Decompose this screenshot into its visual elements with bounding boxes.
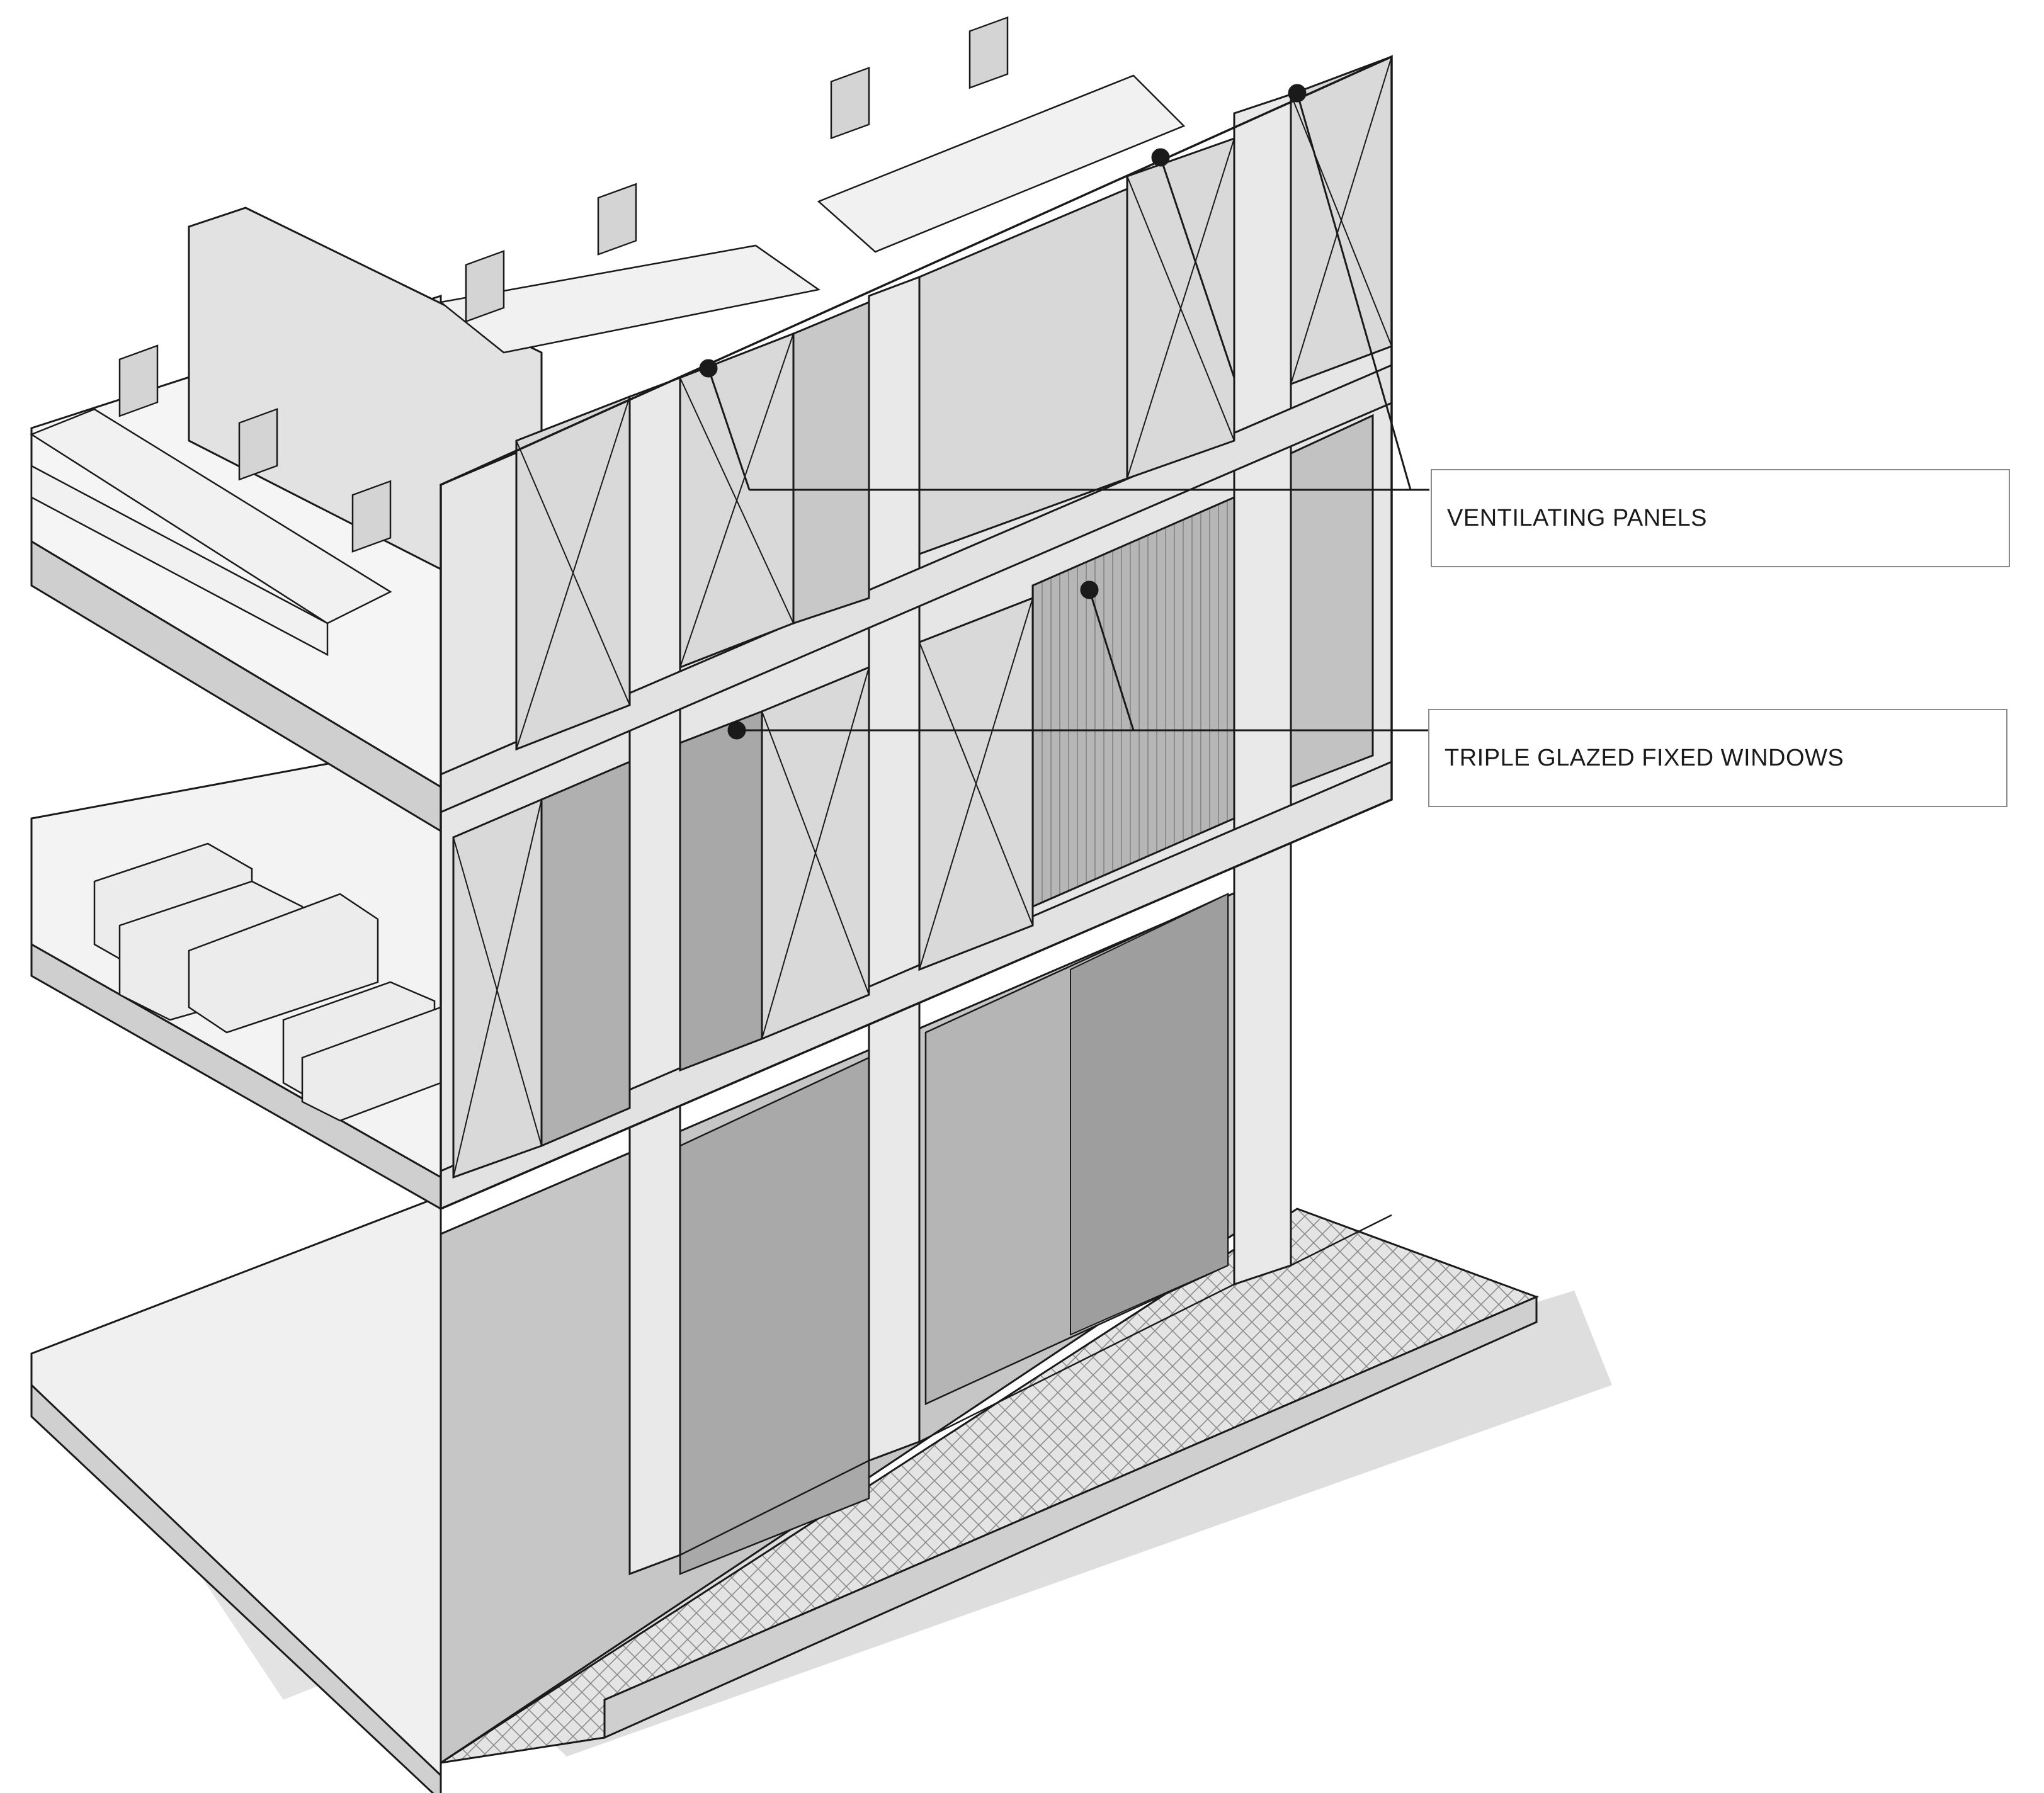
panel-cross-lines-upper [516, 56, 1392, 750]
leader-dot [699, 359, 718, 378]
triple-glazed-windows-text: TRIPLE GLAZED FIXED WINDOWS [1445, 744, 1844, 771]
ventilating-panels-text: VENTILATING PANELS [1447, 504, 1708, 531]
leader-dot [1288, 84, 1307, 103]
sidewalk-edge [603, 1295, 1538, 1739]
ground-interior-left [679, 1056, 870, 1575]
leader-dot [1151, 148, 1170, 167]
leader-dot [727, 721, 746, 740]
ground-door-frame [1070, 893, 1229, 1336]
ground-mullions [440, 1214, 1392, 1763]
leader-triple-glazed [727, 580, 1429, 740]
office-desks [30, 74, 1186, 657]
upper-window-interior [918, 187, 1128, 556]
panel-cross-lines-lower [453, 597, 1033, 1178]
triple-glazed-windows-label: TRIPLE GLAZED FIXED WINDOWS [1428, 709, 2007, 807]
ventilating-panels-label: VENTILATING PANELS [1431, 469, 2010, 567]
triple-glazed-windows [540, 414, 1374, 1148]
upper-window-opening-left [792, 300, 870, 625]
office-chairs [118, 16, 1009, 553]
ground-floor-slab [30, 1194, 442, 1778]
leader-dot [1080, 580, 1099, 599]
facade-outline [440, 55, 1393, 1211]
lounge-sofas [93, 842, 442, 1122]
leader-ventilating-panels [699, 84, 1429, 491]
ground-slab-edge [30, 1383, 442, 1793]
